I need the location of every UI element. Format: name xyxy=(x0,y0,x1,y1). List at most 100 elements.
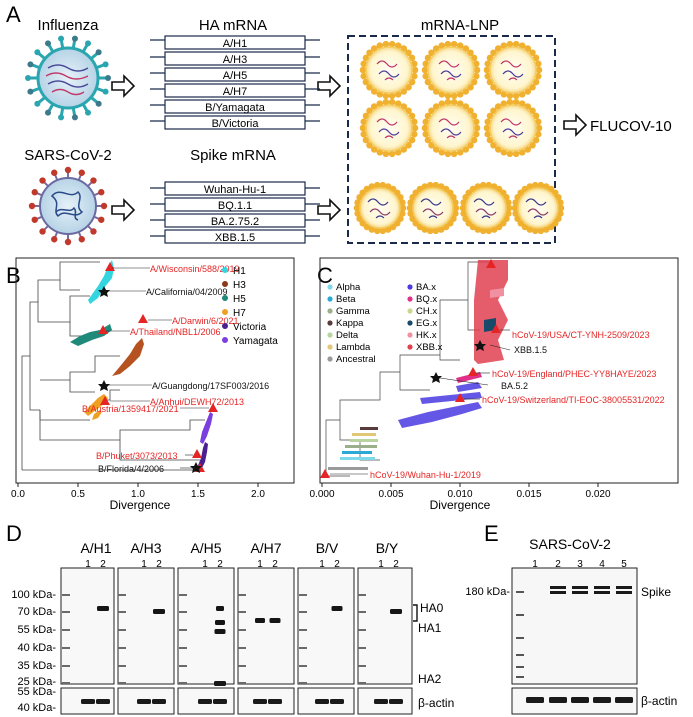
c-reference-markers xyxy=(430,340,486,383)
lnp-box xyxy=(347,35,556,244)
blot-title: A/H3 xyxy=(130,540,161,556)
legend-swatch-xbb xyxy=(407,344,413,350)
legend-swatch-kappa xyxy=(327,320,333,326)
ha-item: B/Victoria xyxy=(212,118,260,130)
lane-number: 2 xyxy=(272,559,278,570)
lane-number: 1 xyxy=(85,559,91,570)
ladder-band xyxy=(62,665,70,667)
ladder-band xyxy=(62,682,70,684)
legend-label: Gamma xyxy=(336,306,371,317)
legend-swatch-delta xyxy=(327,332,333,338)
panel-letter-a: A xyxy=(6,2,21,27)
blot-membrane xyxy=(297,567,355,685)
ba-clade xyxy=(398,382,482,428)
panel-d: A/H1 A/H3 A/H5 A/H7 B/V B/Y 1 2 1 2 1 2 … xyxy=(11,540,454,715)
tip-label: A/Guangdong/17SF003/2016 xyxy=(152,381,269,391)
virion-spike-head xyxy=(58,114,65,121)
virion-spike-head xyxy=(64,238,72,246)
panel-letter-e: E xyxy=(484,521,499,546)
spike-band xyxy=(616,586,632,589)
ladder-band xyxy=(179,629,187,631)
ha2-label: HA2 xyxy=(418,672,442,686)
ladder-band xyxy=(358,682,366,684)
blot-title: B/V xyxy=(316,540,339,556)
tip-label: hCoV-19/Wuhan-Hu-1/2019 xyxy=(370,470,481,480)
lane-number: 2 xyxy=(393,559,399,570)
e-bands xyxy=(516,586,633,703)
c-vaccine-markers xyxy=(320,259,501,478)
virion-spike-head xyxy=(27,61,34,68)
spike-item: XBB.1.5 xyxy=(215,232,255,244)
legend-swatch-alpha xyxy=(327,284,333,290)
actin-band xyxy=(96,699,110,704)
lnp-particle-icon xyxy=(421,40,481,100)
legend-swatch-victoria xyxy=(222,323,228,329)
c-tick: 0.010 xyxy=(447,489,472,500)
spike-band xyxy=(550,591,566,594)
legend-label: BQ.x xyxy=(416,294,437,305)
actin-band xyxy=(137,699,151,704)
actin-band xyxy=(615,697,633,703)
tip-label: XBB.1.5 xyxy=(514,345,547,355)
ladder-band xyxy=(299,665,307,667)
ladder-band xyxy=(516,637,524,639)
ha-band xyxy=(97,606,109,611)
legend-swatch-gamma xyxy=(327,308,333,314)
panel-b: A/Wisconsin/588/2019 A/California/04/200… xyxy=(11,257,295,512)
ha0-bracket xyxy=(413,604,418,622)
ladder-label: 100 kDa- xyxy=(11,589,56,601)
ladder-label: 55 kDa- xyxy=(17,686,56,698)
actin-band xyxy=(152,699,166,704)
c-axis-title: Divergence xyxy=(430,498,491,512)
spike-item: BQ.1.1 xyxy=(218,200,252,212)
legend-label: Alpha xyxy=(336,282,361,293)
b-axis xyxy=(16,482,294,487)
panel-letter-c: C xyxy=(317,263,333,288)
ha-band xyxy=(215,620,225,625)
legend-label: Kappa xyxy=(336,318,364,329)
legend-label: HK.x xyxy=(416,330,437,341)
blot-membrane xyxy=(60,567,115,685)
ladder-label: 40 kDa- xyxy=(17,702,56,714)
ladder-band xyxy=(358,665,366,667)
ladder-band xyxy=(62,647,70,649)
tip-label: A/Anhui/DEWH72/2013 xyxy=(150,397,244,407)
lane-number: 1 xyxy=(202,559,208,570)
ha1-label: HA1 xyxy=(418,621,442,635)
spike-mrna-stack: Wuhan-Hu-1 BQ.1.1 BA.2.75.2 XBB.1.5 xyxy=(150,181,320,244)
ha0-label: HA0 xyxy=(420,601,444,615)
virion-spike-head xyxy=(85,40,91,47)
virion-spike-head xyxy=(64,166,72,174)
ladder-band xyxy=(516,676,524,678)
ladder-band xyxy=(62,611,70,613)
ha-band xyxy=(216,606,224,611)
virion-spike-head xyxy=(95,49,102,56)
actin-band xyxy=(526,697,544,703)
flu-title: Influenza xyxy=(38,17,100,34)
virion-spike-head xyxy=(78,169,85,176)
lane-number: 4 xyxy=(599,559,605,570)
legend-swatch-ancestral xyxy=(327,356,333,362)
legend-label: H7 xyxy=(233,308,246,319)
spike-band xyxy=(572,591,588,594)
virion-spike-head xyxy=(39,177,46,184)
ladder-label: 35 kDa- xyxy=(17,660,56,672)
ladder-band xyxy=(238,647,246,649)
virion-spike-head xyxy=(51,169,58,176)
legend-label: Victoria xyxy=(233,322,267,333)
b-tip-leaders xyxy=(106,267,209,469)
blot-title: B/Y xyxy=(376,540,399,556)
actin-band xyxy=(213,699,227,704)
virion-spike-head xyxy=(28,202,36,210)
tip-label: A/Darwin/6/2021 xyxy=(172,316,239,326)
lnp-particle-icon xyxy=(459,181,513,235)
tip-label: BA.5.2 xyxy=(501,381,528,391)
tip-label: hCoV-19/England/PHEC-YY8HAYE/2023 xyxy=(492,369,656,379)
e-marker-label: 180 kDa- xyxy=(465,586,510,598)
tip-label: A/Wisconsin/588/2019 xyxy=(150,264,240,274)
legend-label: H3 xyxy=(233,280,246,291)
ladder-band xyxy=(299,682,307,684)
ha-title: HA mRNA xyxy=(199,17,267,34)
ladder-band xyxy=(118,629,126,631)
ladder-band xyxy=(238,629,246,631)
